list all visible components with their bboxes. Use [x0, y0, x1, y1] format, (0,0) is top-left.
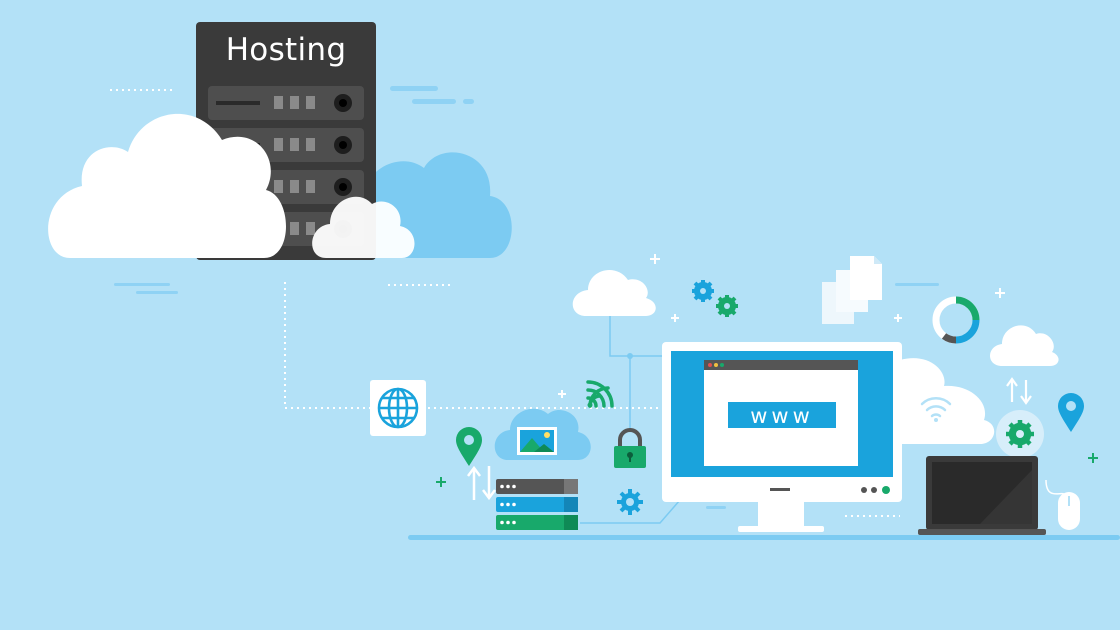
server-title: Hosting	[225, 32, 347, 68]
padlock-icon	[614, 428, 646, 468]
gear-icon	[692, 280, 738, 317]
server-unit	[208, 86, 364, 120]
sync-arrows-icon	[1006, 377, 1032, 405]
cloud-white-small	[990, 325, 1059, 366]
plus-icon	[436, 453, 1098, 487]
decorative-bars	[114, 86, 939, 509]
monitor	[662, 342, 902, 532]
transfer-arrows-icon	[467, 465, 496, 501]
thin-connectors	[580, 315, 681, 524]
globe-icon	[370, 380, 426, 436]
connection-lines	[284, 282, 662, 409]
location-pin-icon	[1058, 393, 1084, 432]
wifi-signal-icon	[586, 380, 614, 408]
cloud-white-large	[48, 113, 287, 258]
laptop-icon	[918, 456, 1046, 535]
cloud-white-small	[572, 269, 656, 316]
image-cloud-icon	[494, 408, 591, 460]
gear-icon	[996, 410, 1044, 458]
plus-icon	[558, 254, 1005, 398]
browser-address-text: www	[750, 404, 814, 428]
address-bar	[728, 402, 836, 428]
wifi-icon	[920, 397, 952, 418]
gear-icon	[617, 489, 643, 515]
document-icon	[822, 256, 882, 324]
browser-window	[704, 360, 858, 466]
decorative-dashes	[110, 89, 900, 517]
mouse-icon	[1045, 479, 1080, 530]
ground-line	[408, 535, 1120, 540]
location-pin-icon	[456, 427, 482, 466]
cloud-white-small	[312, 196, 415, 258]
database-stack	[496, 479, 578, 530]
donut-chart-icon	[932, 296, 980, 344]
